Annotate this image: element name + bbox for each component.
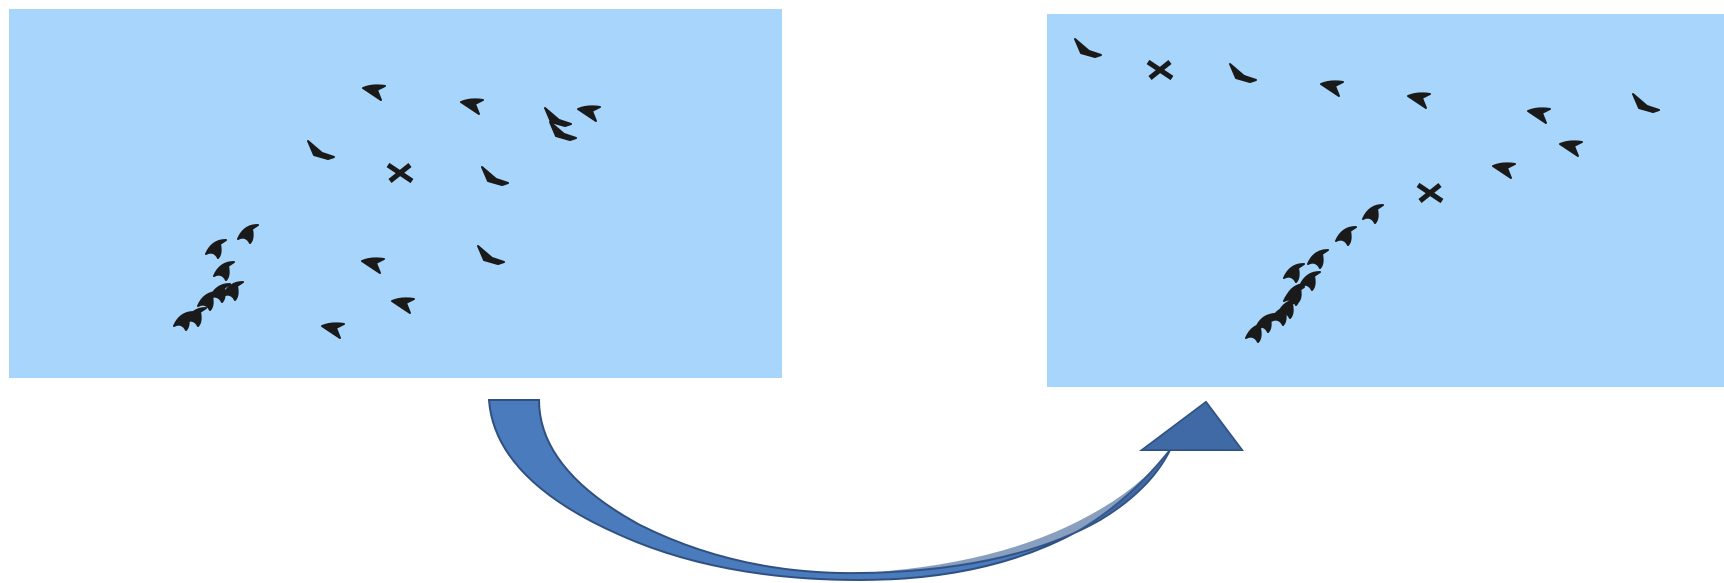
- curved-arrow: [489, 400, 1242, 580]
- sky-background-left: [9, 9, 782, 378]
- before-panel: [9, 9, 782, 378]
- arrow-inner-shade: [860, 402, 1242, 573]
- sky-background-right: [1047, 14, 1724, 387]
- after-panel: [1047, 14, 1724, 387]
